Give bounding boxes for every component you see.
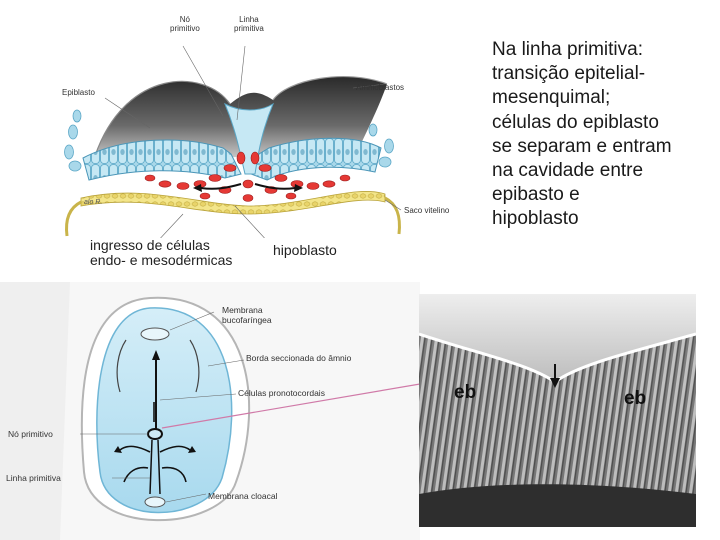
label-no-primitivo: Nó primitivo <box>170 15 200 33</box>
embryonic-disc-diagram <box>0 282 420 540</box>
caption-ingresso: ingresso de células endo- e mesodérmicas <box>90 237 233 268</box>
label-eb-left: eb <box>454 382 477 403</box>
label-saco-vitelino: Saco vitelino <box>404 206 450 215</box>
label-no-primitivo-bottom: Nó primitivo <box>8 429 53 439</box>
cross-section-diagram <box>64 45 402 238</box>
label-borda-amnio: Borda seccionada do âmnio <box>246 353 352 363</box>
migration-arrow-right <box>254 183 296 190</box>
signature-text: alo R. <box>84 199 103 206</box>
main-text-line: epibasto e <box>492 184 580 206</box>
label-amnioblastos: Amnioblastos <box>356 83 405 92</box>
main-text-line: mesenquimal; <box>492 87 611 109</box>
main-text-line: hipoblasto <box>492 208 579 230</box>
main-text-line: na cavidade entre <box>492 160 644 182</box>
connector-line <box>161 383 420 429</box>
label-epiblasto: Epiblasto <box>62 88 95 97</box>
hypoblast-layer <box>80 191 386 215</box>
main-text-line: Na linha primitiva: <box>492 39 643 60</box>
buccopharyngeal-membrane <box>140 327 170 341</box>
main-text-line: células do epiblasto <box>492 111 659 133</box>
caption-hipoblasto: hipoblasto <box>273 242 337 258</box>
main-text-line: se separam e entram <box>492 135 672 157</box>
yolk-sac-left <box>65 200 82 237</box>
label-eb-right: eb <box>624 388 647 409</box>
label-linha-primitiva: Linha primitiva <box>234 15 264 33</box>
primitive-node <box>147 428 163 440</box>
migration-arrows <box>119 402 191 483</box>
main-description: Na linha primitiva: transição epitelial-… <box>492 38 718 232</box>
amnioblast-cells <box>64 109 394 172</box>
leader-lines-bottom <box>80 311 245 503</box>
cloacal-membrane <box>144 496 166 508</box>
amnion-membrane <box>94 80 231 157</box>
label-linha-primitiva-bottom: Linha primitiva <box>6 473 61 483</box>
amnion-arrows <box>116 339 200 393</box>
migration-arrow-left <box>200 183 242 190</box>
sem-micrograph <box>419 294 696 527</box>
main-text-line: transição epitelial- <box>492 63 646 85</box>
label-membrana-cloacal: Membrana cloacal <box>208 491 278 501</box>
label-celulas-pronotocordais: Células pronotocordais <box>238 388 325 398</box>
primitive-streak <box>149 439 161 495</box>
leader-lines-top <box>104 45 402 238</box>
yolk-sac-right <box>384 196 401 235</box>
epiblast-layer <box>82 139 242 181</box>
label-membrana-bucofaringea: Membrana bucofaríngea <box>222 305 272 325</box>
